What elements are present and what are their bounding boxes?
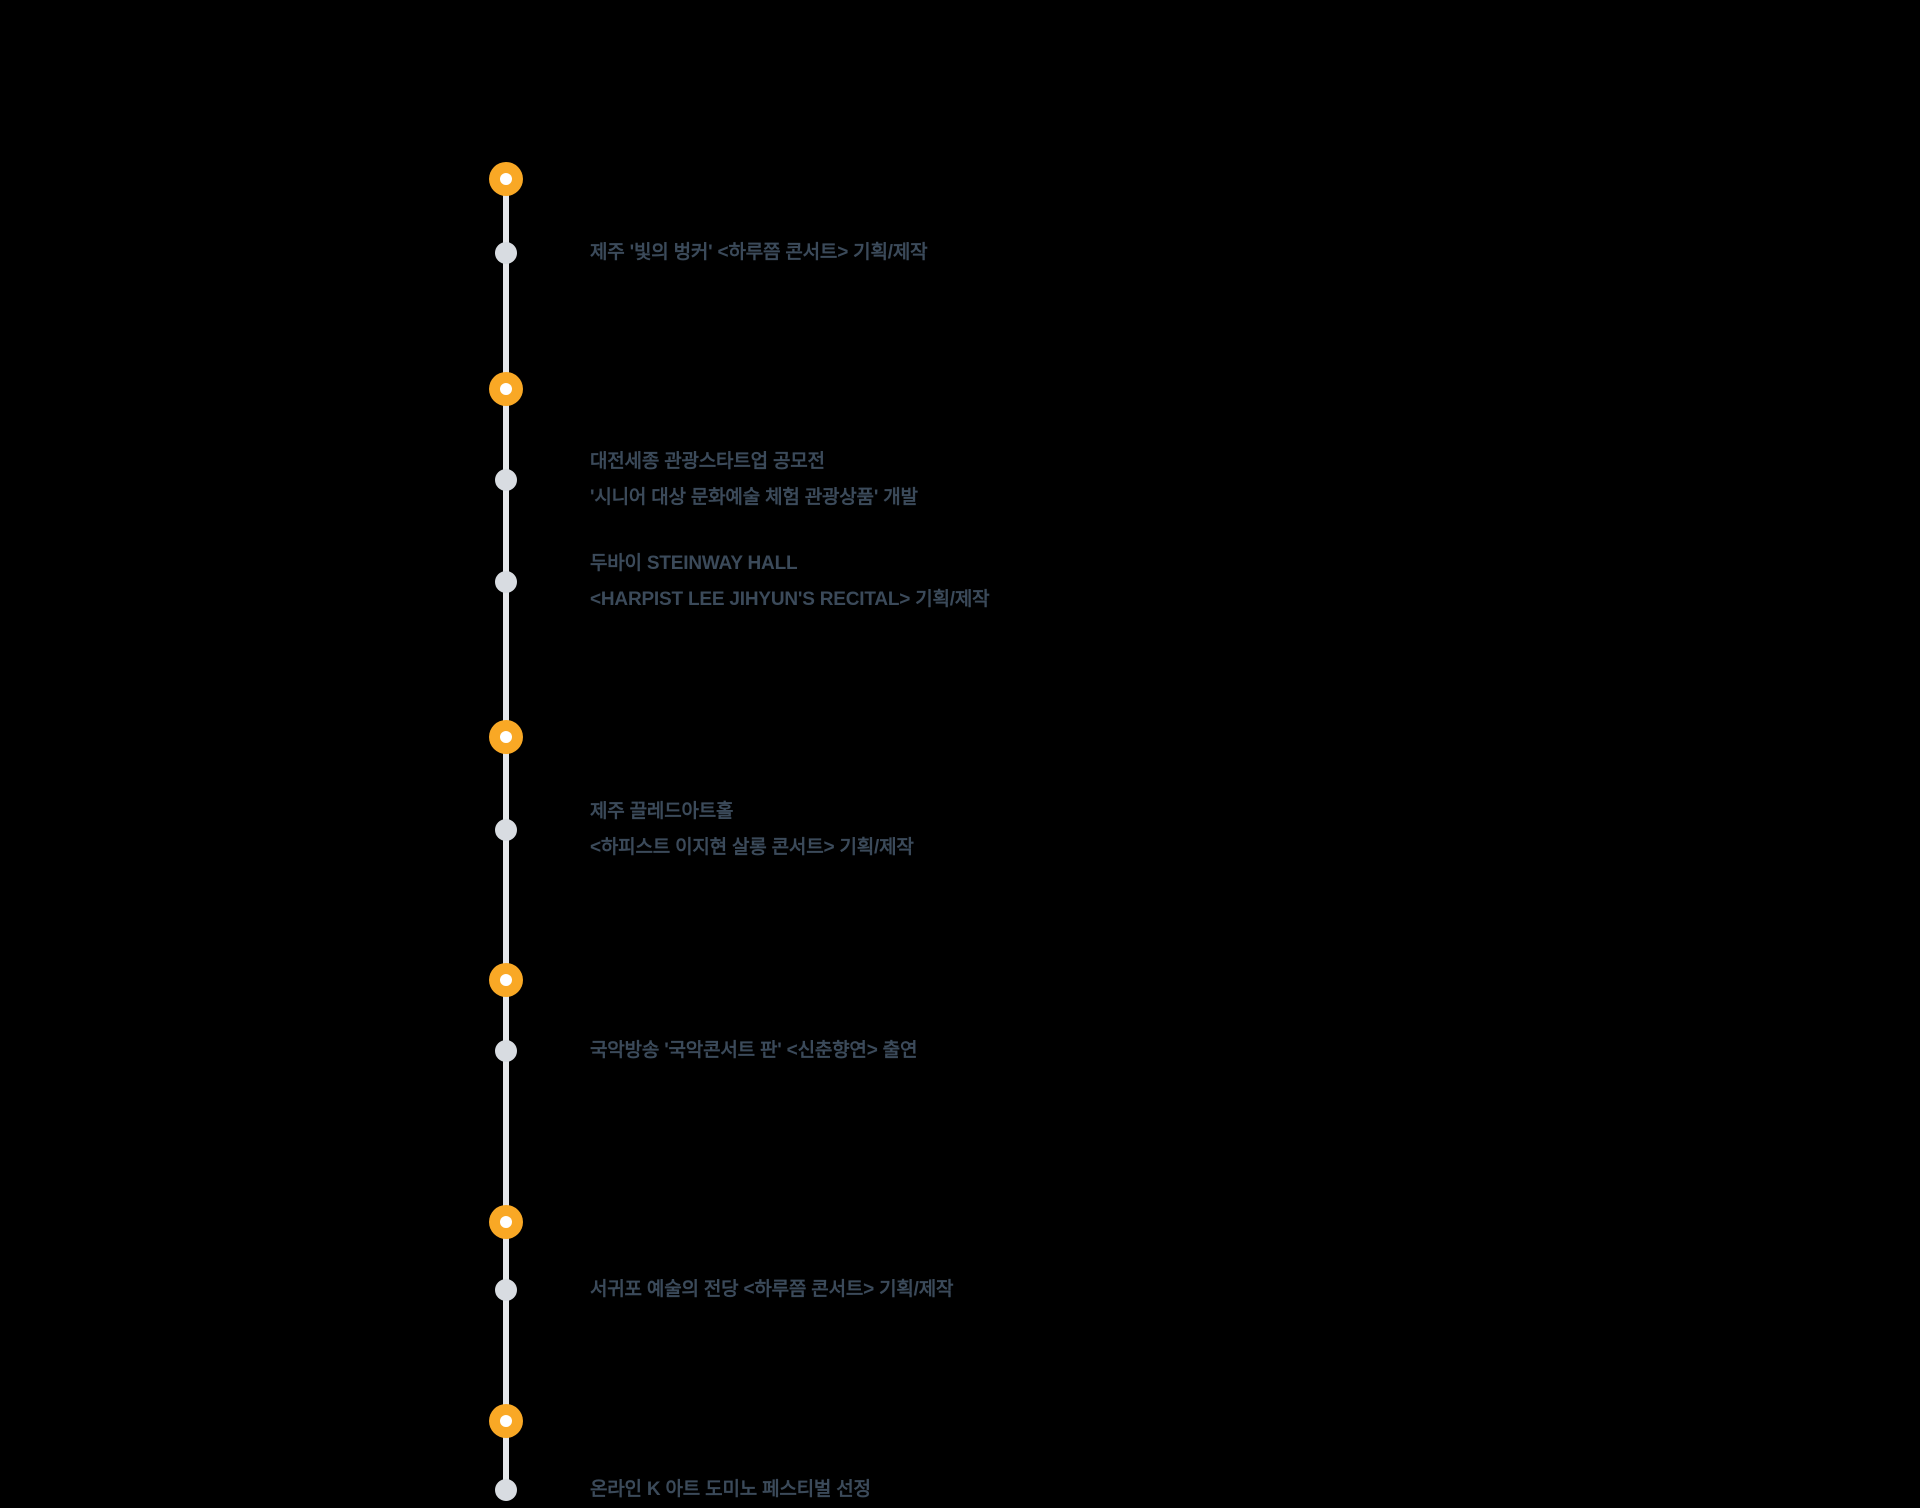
- year-marker-center: [500, 173, 512, 185]
- event-line: '시니어 대상 문화예술 체험 관광상품' 개발: [590, 487, 918, 508]
- timeline-event-dot: [495, 242, 517, 264]
- event-line: 두바이 STEINWAY HALL: [590, 553, 798, 574]
- timeline-event-text: 대전세종 관광스타트업 공모전 '시니어 대상 문화예술 체험 관광상품' 개발: [590, 444, 918, 516]
- timeline-event: 대전세종 관광스타트업 공모전 '시니어 대상 문화예술 체험 관광상품' 개발: [495, 444, 918, 516]
- year-marker-center: [500, 383, 512, 395]
- event-line: 온라인 K 아트 도미노 페스티벌 선정: [590, 1479, 871, 1500]
- event-line: 제주 끌레드아트홀: [590, 801, 734, 822]
- year-marker-center: [500, 731, 512, 743]
- timeline-event-dot: [495, 819, 517, 841]
- timeline-year-marker: [489, 1404, 523, 1438]
- event-line: 국악방송 '국악콘서트 판' <신춘향연> 출연: [590, 1040, 918, 1061]
- timeline-event-dot: [495, 571, 517, 593]
- timeline-event-text: 국악방송 '국악콘서트 판' <신춘향연> 출연: [590, 1033, 917, 1069]
- event-line: 대전세종 관광스타트업 공모전: [590, 451, 825, 472]
- timeline-event: 제주 '빛의 벙커' <하루쯤 콘서트> 기획/제작: [495, 235, 928, 271]
- timeline-event: 서귀포 예술의 전당 <하루쯤 콘서트> 기획/제작: [495, 1272, 954, 1308]
- timeline-event-dot: [495, 1279, 517, 1301]
- timeline-event-dot: [495, 469, 517, 491]
- timeline-event-dot: [495, 1479, 517, 1501]
- timeline-year-marker: [489, 963, 523, 997]
- timeline-event: 온라인 K 아트 도미노 페스티벌 선정: [495, 1472, 871, 1508]
- timeline-year-marker: [489, 372, 523, 406]
- event-line: 서귀포 예술의 전당 <하루쯤 콘서트> 기획/제작: [590, 1279, 954, 1300]
- timeline-event-text: 두바이 STEINWAY HALL <HARPIST LEE JIHYUN'S …: [590, 546, 990, 618]
- year-marker-center: [500, 974, 512, 986]
- event-line: <하피스트 이지현 살롱 콘서트> 기획/제작: [590, 837, 914, 858]
- year-marker-center: [500, 1415, 512, 1427]
- timeline-event-text: 제주 '빛의 벙커' <하루쯤 콘서트> 기획/제작: [590, 235, 928, 271]
- timeline-event-dot: [495, 1040, 517, 1062]
- year-marker-center: [500, 1216, 512, 1228]
- timeline-event: 두바이 STEINWAY HALL <HARPIST LEE JIHYUN'S …: [495, 546, 990, 618]
- timeline-year-marker: [489, 1205, 523, 1239]
- timeline-event: 국악방송 '국악콘서트 판' <신춘향연> 출연: [495, 1033, 917, 1069]
- timeline-event-text: 서귀포 예술의 전당 <하루쯤 콘서트> 기획/제작: [590, 1272, 954, 1308]
- timeline-year-marker: [489, 162, 523, 196]
- timeline-event-text: 온라인 K 아트 도미노 페스티벌 선정: [590, 1472, 871, 1508]
- event-line: 제주 '빛의 벙커' <하루쯤 콘서트> 기획/제작: [590, 242, 928, 263]
- timeline-event-text: 제주 끌레드아트홀 <하피스트 이지현 살롱 콘서트> 기획/제작: [590, 794, 914, 866]
- timeline-year-marker: [489, 720, 523, 754]
- timeline-event: 제주 끌레드아트홀 <하피스트 이지현 살롱 콘서트> 기획/제작: [495, 794, 914, 866]
- event-line: <HARPIST LEE JIHYUN'S RECITAL> 기획/제작: [590, 589, 990, 610]
